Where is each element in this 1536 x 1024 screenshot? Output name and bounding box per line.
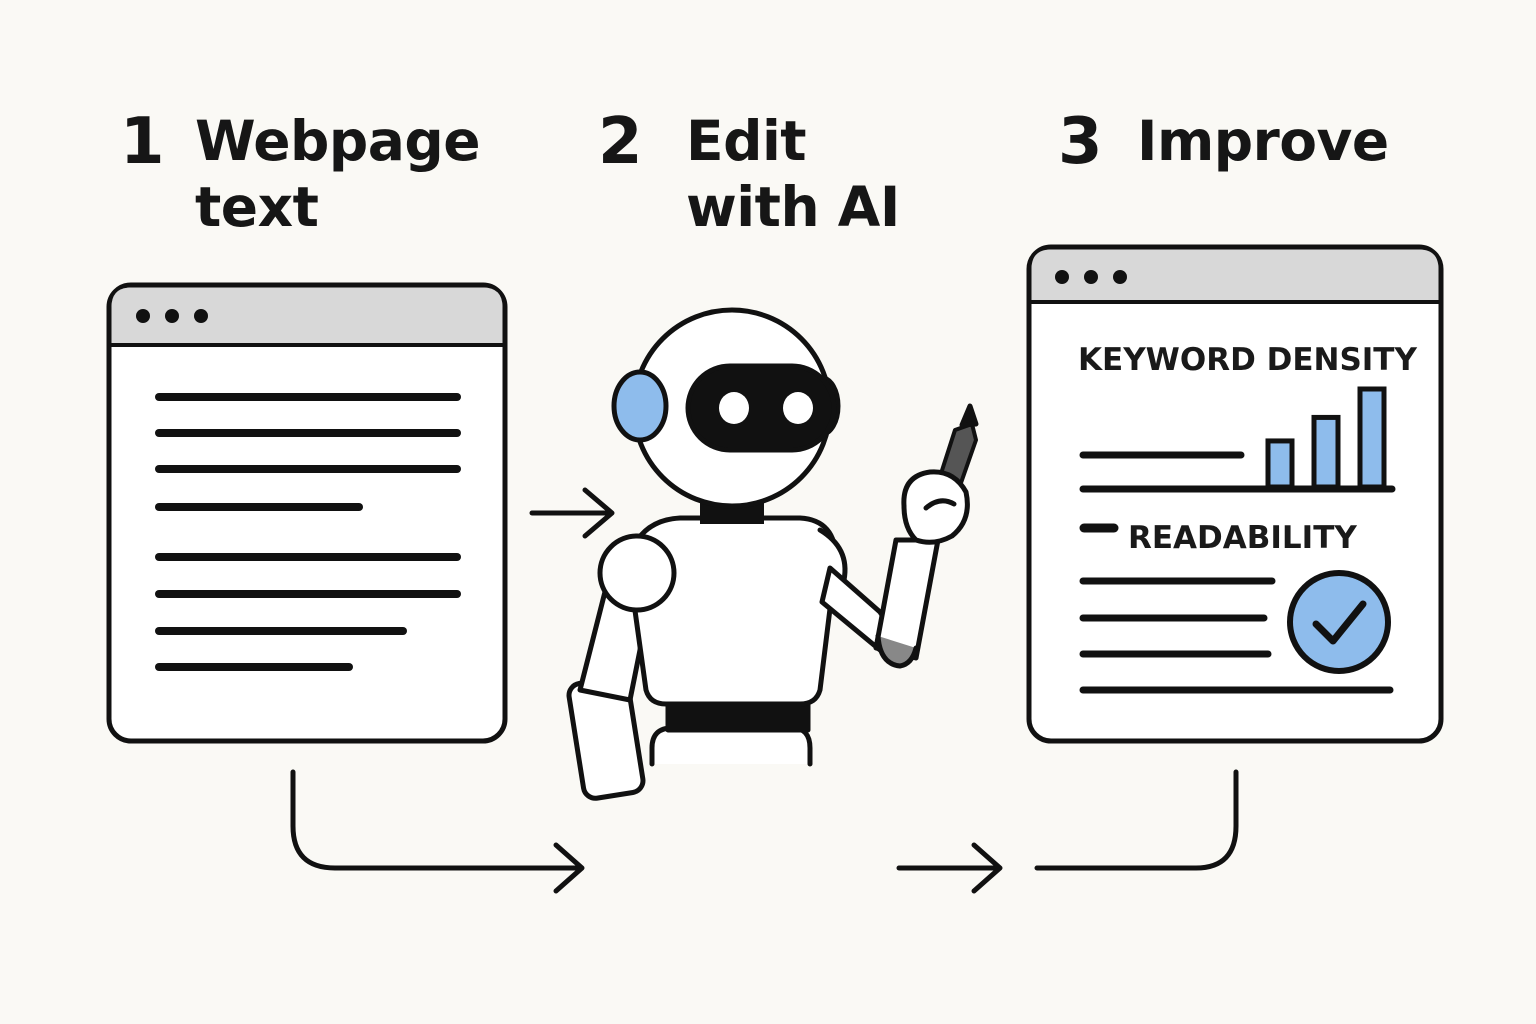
flow-connector-right bbox=[1034, 769, 1239, 871]
improved-webpage-window: KEYWORD DENSITY READABILITY bbox=[1026, 244, 1444, 744]
step-1-label-line1: Webpage bbox=[195, 109, 481, 173]
bar-chart-icon bbox=[1265, 386, 1387, 490]
bar-1 bbox=[1265, 438, 1295, 490]
step-2-label-line2: with AI bbox=[686, 175, 900, 239]
robot-icon bbox=[566, 307, 979, 801]
arrow-right-icon bbox=[529, 487, 615, 539]
window-dots-icon bbox=[136, 309, 208, 323]
source-webpage-window bbox=[106, 282, 508, 744]
step-3-number: 3 bbox=[1058, 105, 1103, 179]
bar-3 bbox=[1357, 386, 1387, 490]
step-3-label: Improve bbox=[1137, 108, 1389, 174]
window-dots-icon bbox=[1055, 270, 1127, 284]
text-lines bbox=[155, 393, 461, 671]
step-1-number: 1 bbox=[120, 105, 165, 179]
step-2-number: 2 bbox=[598, 105, 643, 179]
bar-2 bbox=[1311, 414, 1341, 490]
flow-connector-left bbox=[290, 769, 585, 894]
readability-label: READABILITY bbox=[1128, 520, 1357, 556]
step-2-label: Edit with AI bbox=[686, 108, 900, 240]
checkmark-icon bbox=[1287, 570, 1391, 674]
keyword-density-label: KEYWORD DENSITY bbox=[1078, 342, 1417, 378]
step-1-label: Webpage text bbox=[195, 108, 481, 240]
step-2-label-line1: Edit bbox=[686, 109, 807, 173]
step-1-label-line2: text bbox=[195, 175, 319, 239]
step-3-label-line1: Improve bbox=[1137, 109, 1389, 173]
result-text-lines bbox=[1079, 577, 1394, 694]
arrow-right-icon bbox=[896, 842, 1003, 894]
